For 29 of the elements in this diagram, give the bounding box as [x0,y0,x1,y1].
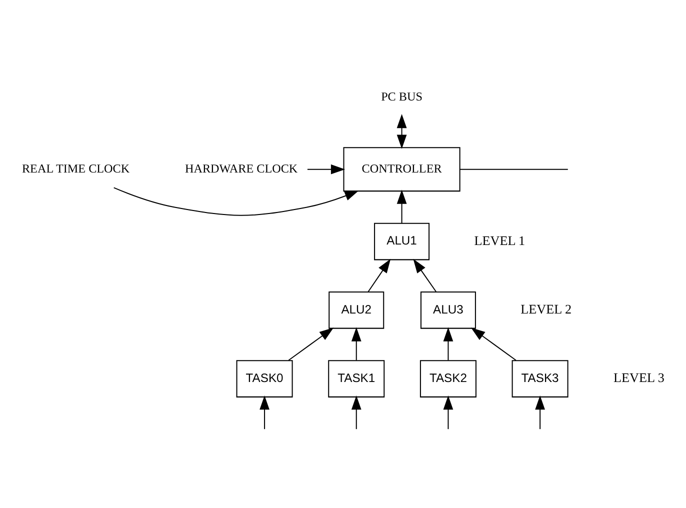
node-box: ALU3 [420,290,476,328]
node-box: ALU2 [328,290,384,328]
arrow [114,186,359,216]
connector [460,168,568,170]
node-text: HARDWARE CLOCK [184,160,298,175]
node-box: TASK3 [512,360,568,397]
arrow [413,258,436,292]
arrow [351,326,362,360]
node-text: PC BUS [381,88,422,103]
arrow [470,327,516,360]
node-box: ALU1 [374,222,430,260]
arrow [351,394,362,429]
node-box: TASK2 [420,360,476,397]
label: LEVEL 1 [474,232,526,248]
label: LEVEL 2 [520,301,572,316]
arrow [260,394,270,429]
arrow [396,189,407,223]
arrow [288,327,334,360]
arrow [443,326,454,360]
node-box: CONTROLLER [343,146,460,192]
arrow [535,394,545,429]
label: LEVEL 3 [614,370,664,385]
arrow [307,164,346,174]
arrow [443,394,454,429]
node-text: REAL TIME CLOCK [22,160,130,175]
node-box: TASK0 [236,360,293,397]
node-box: TASK1 [328,360,385,397]
arrow [396,113,407,148]
arrow [368,258,391,292]
